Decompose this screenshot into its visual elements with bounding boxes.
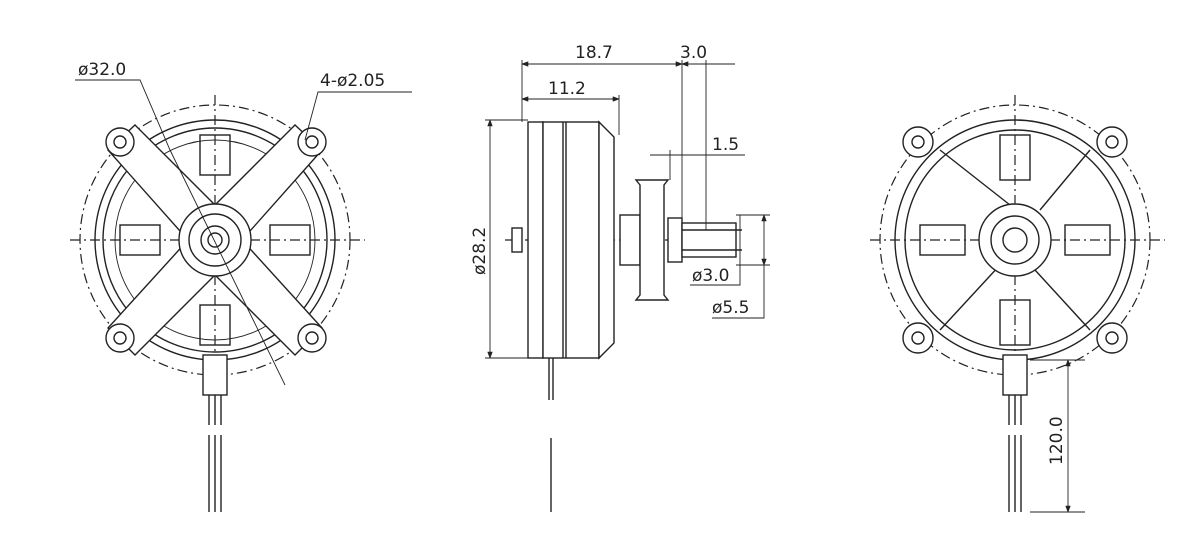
overall-length-label: 18.7 bbox=[575, 43, 613, 63]
body-diameter-label: ø28.2 bbox=[470, 227, 490, 275]
shaft-diameter-label: ø3.0 bbox=[692, 266, 729, 286]
mount-holes-label: 4-ø2.05 bbox=[320, 71, 385, 91]
boss-diameter-label: ø5.5 bbox=[712, 298, 749, 318]
rear-view: 120.0 bbox=[870, 95, 1165, 513]
outer-diameter-label: ø32.0 bbox=[78, 60, 126, 80]
body-length-label: 11.2 bbox=[548, 79, 586, 99]
front-view: ø32.0 4-ø2.05 bbox=[70, 60, 412, 512]
shaft-length-label: 3.0 bbox=[680, 43, 707, 63]
side-view: 18.7 3.0 11.2 1.5 ø28.2 ø3.0 ø5.5 bbox=[470, 43, 770, 512]
lead-length-label: 120.0 bbox=[1047, 416, 1067, 465]
step-length-label: 1.5 bbox=[712, 135, 739, 155]
